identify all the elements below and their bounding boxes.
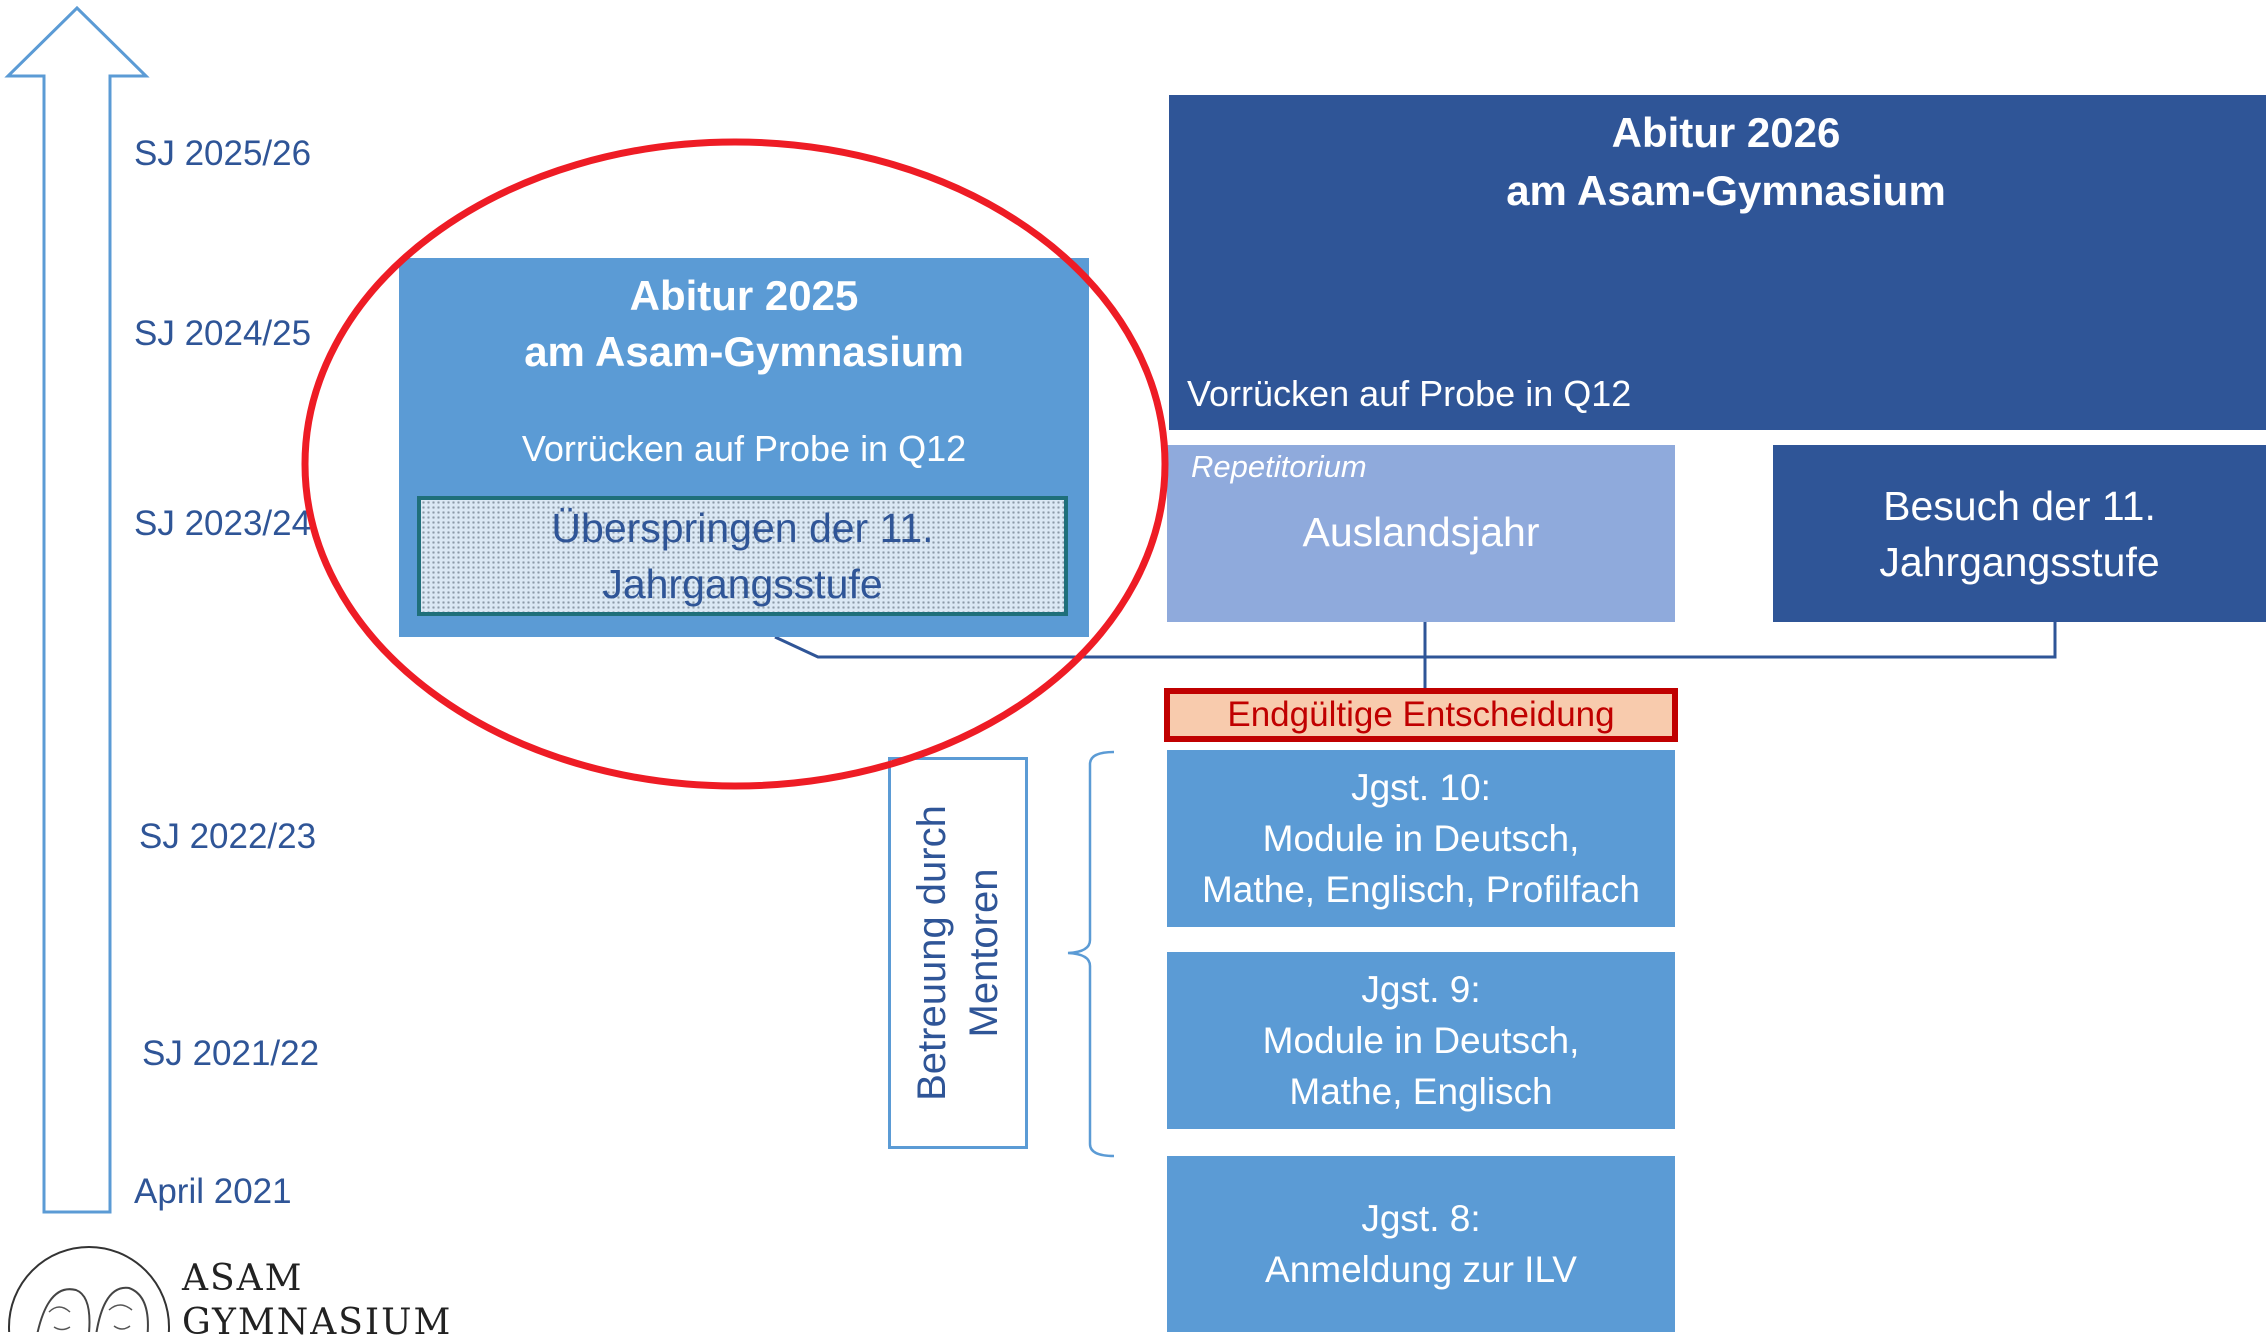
jgst-9-line1: Jgst. 9: [1361, 969, 1481, 1010]
jgst-8-line2: Anmeldung zur ILV [1265, 1249, 1577, 1290]
besuch-line2: Jahrgangsstufe [1879, 538, 2160, 585]
year-label-april-2021: April 2021 [134, 1172, 292, 1211]
repetitorium-label: Repetitorium [1191, 449, 1367, 484]
year-label-2021-22: SJ 2021/22 [142, 1034, 320, 1073]
abitur-2026-title-line1: Abitur 2026 [1611, 109, 1841, 156]
mentor-box: Betreuung durch Mentoren [888, 757, 1028, 1149]
year-label-2024-25: SJ 2024/25 [134, 314, 312, 353]
jgst-10-line1: Jgst. 10: [1351, 767, 1491, 808]
year-label-2025-26: SJ 2025/26 [134, 134, 312, 173]
repetitorium-box: Repetitorium Auslandsjahr [1167, 445, 1675, 622]
abitur-2026-title-line2: am Asam-Gymnasium [1506, 167, 1946, 214]
skip-grade-line1: Überspringen der 11. [551, 505, 934, 551]
abitur-2026-probe: Vorrücken auf Probe in Q12 [1187, 373, 1632, 414]
besuch-box: Besuch der 11. Jahrgangsstufe [1773, 445, 2266, 622]
jgst-9-box: Jgst. 9: Module in Deutsch, Mathe, Engli… [1167, 952, 1675, 1129]
logo-text-line1: ASAM [182, 1258, 304, 1299]
mentor-line2: Mentoren [962, 868, 1006, 1038]
jgst-8-line1: Jgst. 8: [1361, 1198, 1481, 1239]
skip-grade-line2: Jahrgangsstufe [602, 561, 883, 607]
final-decision-box: Endgültige Entscheidung [1164, 688, 1678, 742]
jgst-8-box: Jgst. 8: Anmeldung zur ILV [1167, 1156, 1675, 1332]
jgst-10-box: Jgst. 10: Module in Deutsch, Mathe, Engl… [1167, 750, 1675, 927]
abitur-2025-title-line1: Abitur 2025 [629, 272, 859, 319]
logo-text-line2: GYMNASIUM [182, 1302, 453, 1343]
year-label-2023-24: SJ 2023/24 [134, 504, 312, 543]
besuch-line1: Besuch der 11. [1883, 482, 2156, 529]
jgst-10-line2: Module in Deutsch, [1262, 818, 1580, 859]
jgst-9-line2: Module in Deutsch, [1262, 1020, 1580, 1061]
mentor-text: Betreuung durch Mentoren [906, 757, 1010, 1149]
timeline-arrow [4, 5, 150, 1214]
curly-brace [1067, 750, 1115, 1158]
school-logo-seal [8, 1246, 170, 1332]
year-label-2022-23: SJ 2022/23 [139, 817, 317, 856]
final-decision-label: Endgültige Entscheidung [1227, 695, 1615, 734]
abitur-2025-title-line2: am Asam-Gymnasium [524, 328, 964, 375]
jgst-9-line3: Mathe, Englisch [1289, 1071, 1553, 1112]
abitur-2026-box: Abitur 2026 am Asam-Gymnasium Vorrücken … [1169, 95, 2266, 430]
skip-grade-box: Überspringen der 11. Jahrgangsstufe [417, 496, 1068, 616]
mentor-line1: Betreuung durch [910, 805, 954, 1101]
auslandsjahr-title: Auslandsjahr [1302, 509, 1540, 555]
jgst-10-line3: Mathe, Englisch, Profilfach [1201, 869, 1641, 910]
abitur-2025-probe: Vorrücken auf Probe in Q12 [521, 428, 967, 469]
